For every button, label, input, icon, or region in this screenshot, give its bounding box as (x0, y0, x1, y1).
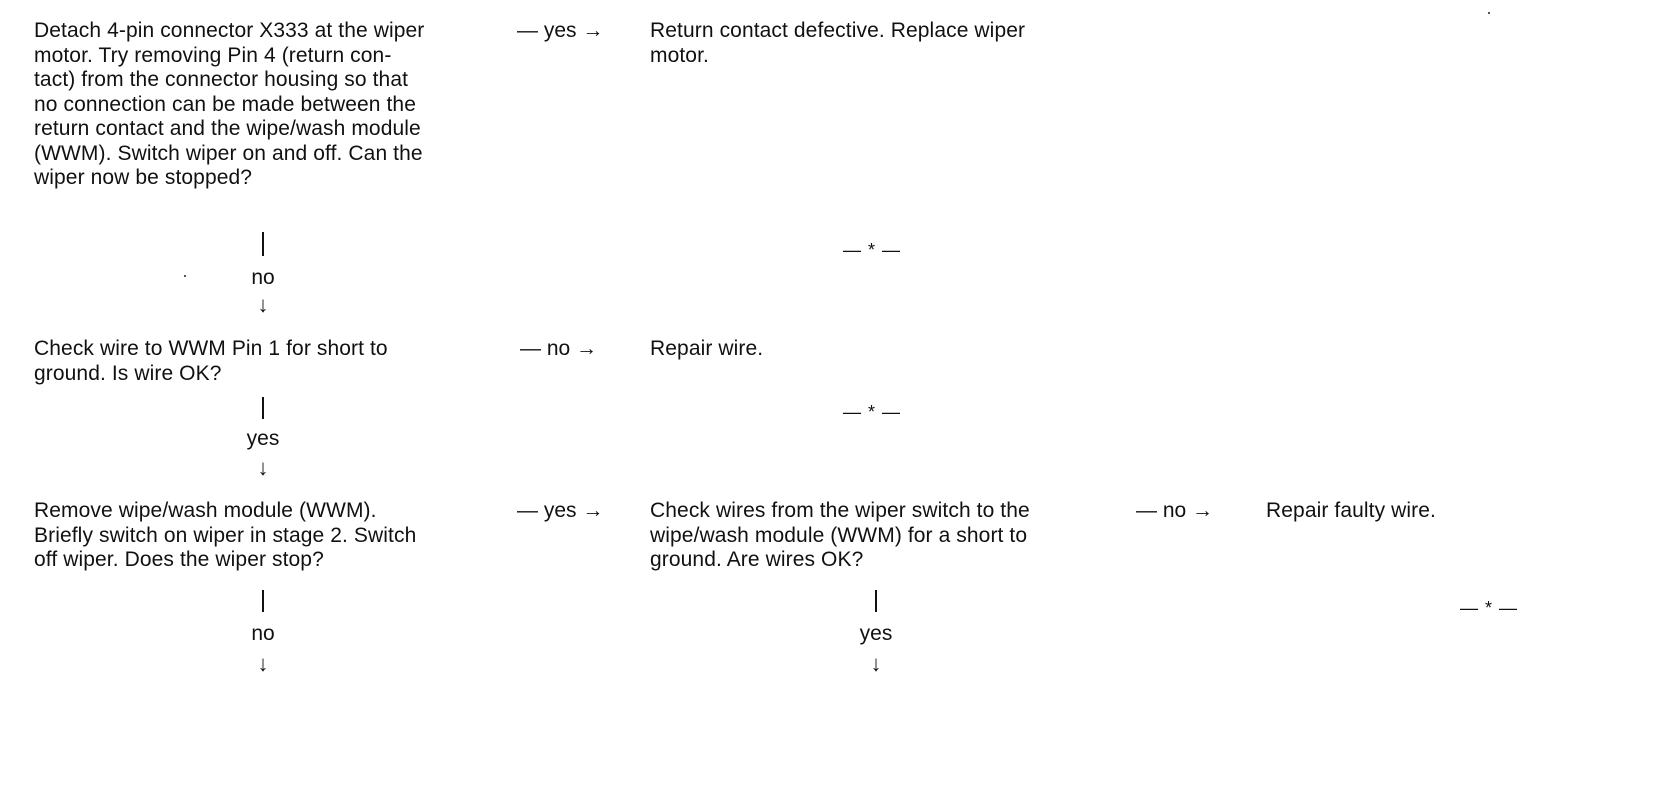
step3-yes-result: Check wires from the wiper switch to the… (650, 499, 1030, 571)
step3-down-arrow-icon: ↓ (257, 651, 269, 676)
step2-separator: — * — (843, 402, 902, 422)
step1-separator: — * — (843, 240, 902, 260)
step1-yes-connector: — yes → (517, 19, 604, 42)
step2-question: Check wire to WWM Pin 1 for short to gro… (34, 337, 388, 385)
step1-down-arrow-icon: ↓ (257, 292, 269, 317)
step3-separator: — * — (1460, 598, 1519, 618)
step3-result-no-result: Repair faulty wire. (1266, 499, 1436, 522)
scan-speck (1488, 12, 1490, 14)
step2-down-line (262, 397, 264, 419)
step1-no-label: no (251, 266, 275, 289)
step2-yes-label: yes (246, 427, 280, 450)
step3-result-no-connector: — no → (1136, 499, 1214, 522)
step3-question: Remove wipe/wash module (WWM). Briefly s… (34, 499, 417, 571)
step3-no-label: no (251, 622, 275, 645)
step2-down-arrow-icon: ↓ (257, 455, 269, 480)
step1-down-line (262, 232, 264, 256)
step3-result-down-arrow-icon: ↓ (870, 651, 882, 676)
step3-result-down-line (875, 590, 877, 612)
step3-yes-connector: — yes → (517, 499, 604, 522)
step3-result-yes-label: yes (859, 622, 893, 645)
step2-no-connector: — no → (520, 337, 598, 360)
scan-speck (184, 275, 186, 277)
step3-down-line (262, 590, 264, 612)
step1-yes-result: Return contact defective. Replace wiper … (650, 19, 1026, 67)
step2-no-result: Repair wire. (650, 337, 764, 360)
step1-question: Detach 4-pin connector X333 at the wiper… (34, 19, 425, 189)
